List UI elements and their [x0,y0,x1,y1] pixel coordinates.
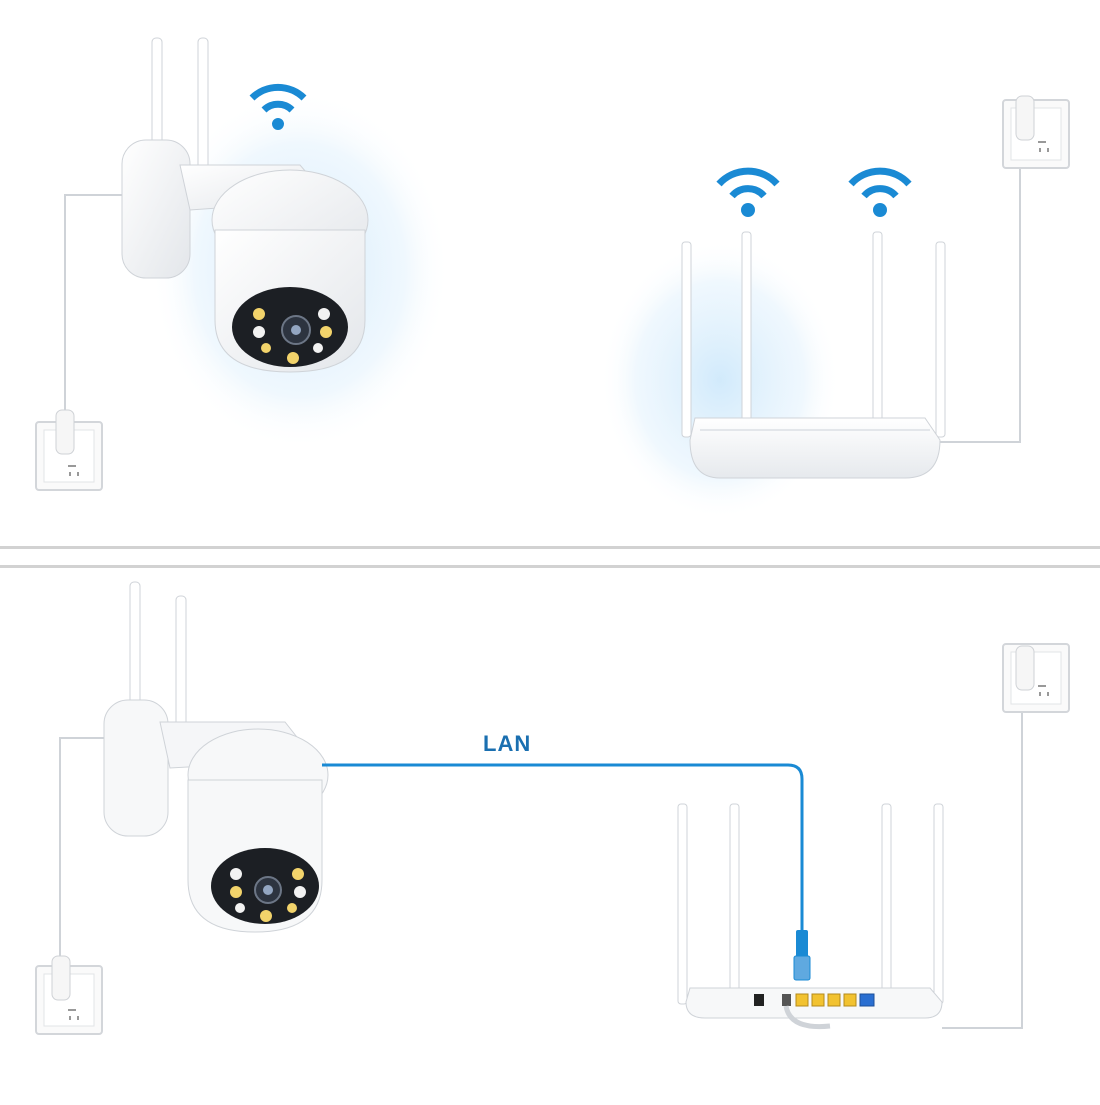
router-power-wire [940,149,1030,443]
power-outlet-icon [1002,643,1070,713]
ptz-camera-bottom [103,581,329,933]
router-power-wire [942,699,1032,1029]
power-outlet-icon [35,409,103,491]
power-outlet-icon [35,955,103,1035]
wifi-icon [848,167,912,217]
wired-setup-illustration [35,581,1070,1035]
camera-power-wire [59,737,112,956]
wireless-setup-panel [0,0,1100,546]
lan-label: LAN [483,731,532,756]
ptz-camera-top [121,37,369,373]
wifi-router-top [681,231,946,479]
ethernet-plug-icon [793,930,811,981]
section-divider [0,546,1100,568]
power-outlet-icon [1002,95,1070,169]
lan-cable [322,763,804,940]
wired-setup-panel [0,568,1100,1100]
wifi-icon [249,83,307,130]
wifi-router-bottom [677,803,944,1030]
camera-power-wire [64,194,140,410]
wifi-icon [716,167,780,217]
wireless-setup-illustration [35,37,1070,520]
